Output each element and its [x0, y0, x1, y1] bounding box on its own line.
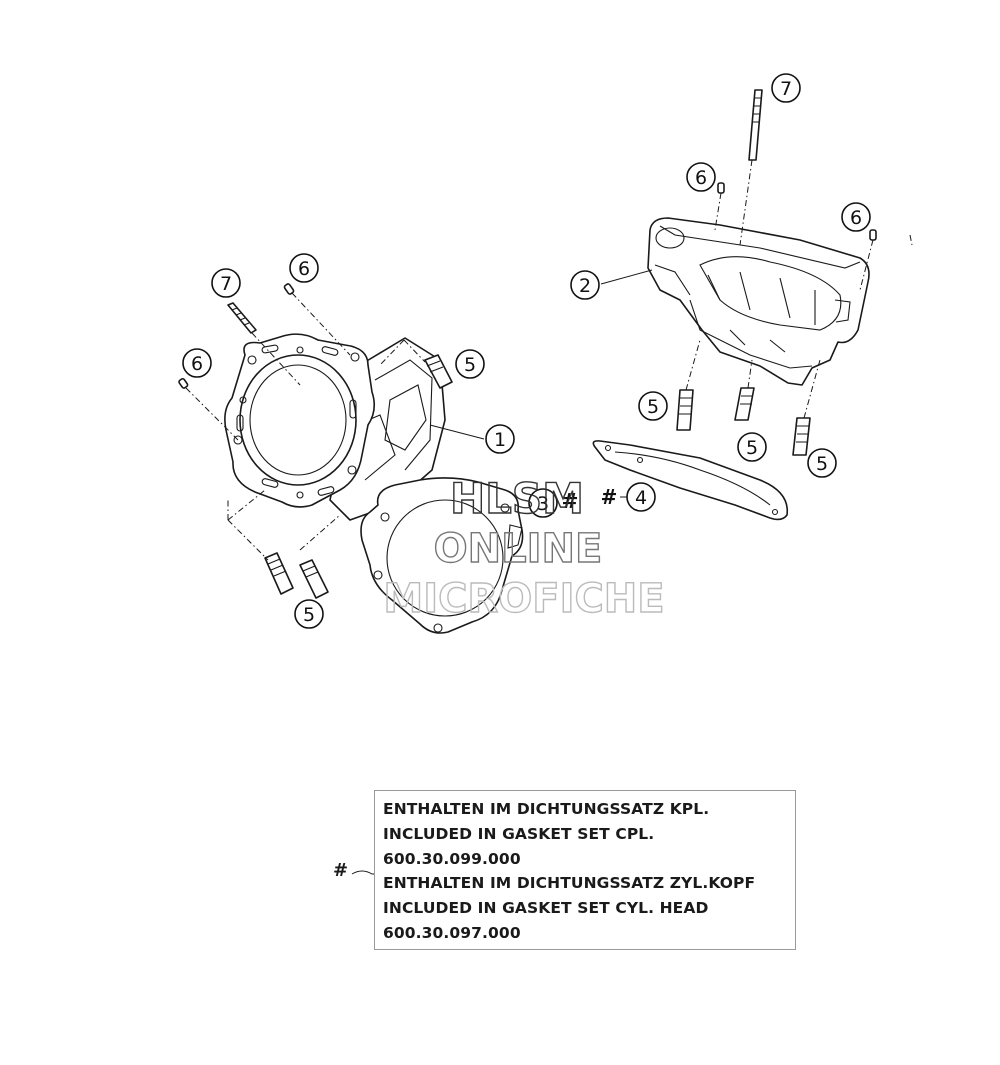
callout-5-head-right-label: 5 [816, 453, 828, 475]
callout-1: 1 [485, 424, 515, 454]
callout-5-head-left-label: 5 [647, 396, 659, 418]
base-gasket-part-3 [360, 477, 524, 634]
callout-5-head-mid-label: 5 [746, 437, 758, 459]
callout-7-right: 7 [771, 73, 801, 103]
dowel-part-6-right-b [869, 229, 877, 241]
callout-5-upper-label: 5 [464, 354, 476, 376]
bolt-part-5-e [734, 387, 755, 421]
bolt-part-5-d [676, 389, 694, 431]
legend-leader [351, 870, 388, 875]
dowel-part-6-left [178, 377, 189, 389]
callout-5-upper: 5 [455, 349, 485, 379]
bolt-part-5-a [424, 354, 453, 389]
dowel-part-6-left-top [283, 283, 295, 295]
callout-6-right-a-label: 6 [695, 167, 707, 189]
bolt-part-5-f [792, 417, 811, 456]
callout-5-head-left: 5 [638, 391, 668, 421]
callout-4: # 4 [601, 482, 656, 512]
callout-7-left: 7 [211, 268, 241, 298]
callout-5-head-mid: 5 [737, 432, 767, 462]
callout-1-label: 1 [494, 429, 506, 451]
callout-4-label: 4 [635, 487, 647, 509]
callout-5-lower-left: 5 [294, 599, 324, 629]
legend-line-3: 600.30.099.000 [383, 849, 521, 868]
callout-6-right-b: 6 [841, 202, 871, 232]
gasket-set-legend: ENTHALTEN IM DICHTUNGSSATZ KPL. INCLUDED… [374, 790, 796, 950]
watermark-line-1: HLSM [450, 474, 584, 523]
callout-6-left-label: 6 [191, 353, 203, 375]
cylinder-head-part-2 [647, 217, 870, 386]
watermark: HLSM ONLINE MICROFICHE [383, 473, 666, 622]
assembly-lines [185, 159, 913, 561]
callout-4-hash: # [601, 485, 618, 509]
callout-3-label: 3 [537, 493, 549, 515]
callout-5-head-right: 5 [807, 448, 837, 478]
callout-7-left-label: 7 [220, 273, 232, 295]
legend-line-1: ENTHALTEN IM DICHTUNGSSATZ KPL. [383, 800, 710, 818]
stud-part-7-right [748, 89, 763, 161]
callout-6-left: 6 [182, 348, 212, 378]
head-gasket-part-4 [592, 440, 789, 521]
bolt-part-5-b [264, 552, 294, 595]
legend-line-5: INCLUDED IN GASKET SET CYL. HEAD [383, 899, 709, 918]
callout-6-right-b-label: 6 [850, 207, 862, 229]
legend-hash-marker: # [333, 860, 349, 881]
callout-2: 2 [570, 270, 600, 300]
legend-line-6: 600.30.097.000 [383, 923, 521, 942]
callout-6-left-top-label: 6 [298, 258, 310, 280]
callout-6-right-a: 6 [686, 162, 716, 192]
legend-line-2: INCLUDED IN GASKET SET CPL. [383, 824, 655, 843]
callout-3-hash: # [562, 489, 579, 513]
callout-5-lower-left-label: 5 [303, 604, 315, 626]
stud-part-7-left [227, 302, 257, 334]
cylinder-part-1 [224, 333, 446, 521]
watermark-line-3: MICROFICHE [383, 576, 664, 622]
callout-6-left-top: 6 [289, 253, 319, 283]
legend-line-4: ENTHALTEN IM DICHTUNGSSATZ ZYL.KOPF [383, 874, 756, 893]
callout-7-right-label: 7 [780, 78, 792, 100]
callout-3: 3 # [528, 488, 579, 518]
bolt-part-5-c [299, 559, 329, 599]
watermark-line-2: ONLINE [434, 526, 603, 572]
callout-2-label: 2 [579, 275, 591, 297]
dowel-part-6-right-a [717, 182, 725, 194]
